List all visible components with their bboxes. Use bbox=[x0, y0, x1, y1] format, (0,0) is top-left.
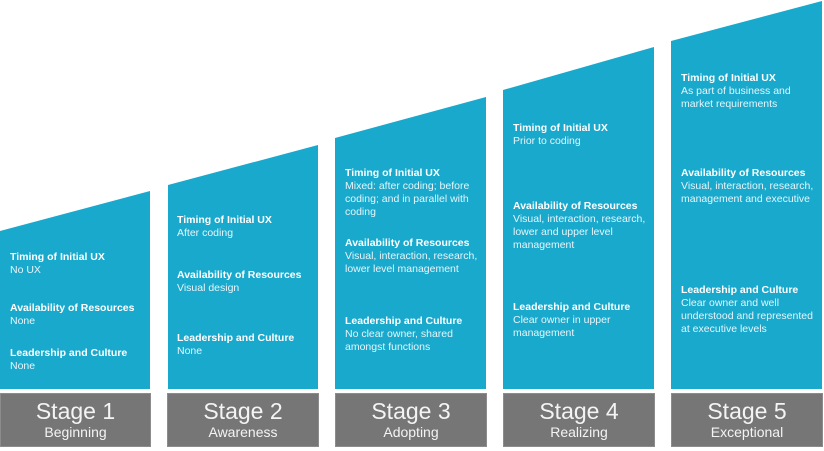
stage-1-details: Timing of Initial UX No UX Availability … bbox=[0, 0, 150, 389]
resources-heading: Availability of Resources bbox=[10, 302, 135, 314]
resources-block: Availability of Resources Visual, intera… bbox=[345, 237, 482, 276]
resources-heading: Availability of Resources bbox=[345, 237, 470, 249]
leadership-value: None bbox=[177, 345, 203, 357]
stage-3-label: Stage 3 Adopting bbox=[335, 393, 487, 447]
resources-heading: Availability of Resources bbox=[177, 269, 302, 281]
timing-block: Timing of Initial UX As part of business… bbox=[681, 72, 818, 111]
leadership-block: Leadership and Culture Clear owner in up… bbox=[513, 301, 650, 340]
stage-3-details: Timing of Initial UX Mixed: after coding… bbox=[335, 0, 486, 389]
timing-heading: Timing of Initial UX bbox=[513, 122, 608, 134]
timing-value: Prior to coding bbox=[513, 135, 581, 147]
timing-block: Timing of Initial UX After coding bbox=[177, 214, 314, 240]
stage-name: Beginning bbox=[44, 424, 107, 440]
stage-5-details: Timing of Initial UX As part of business… bbox=[671, 0, 822, 389]
leadership-heading: Leadership and Culture bbox=[681, 284, 799, 296]
timing-heading: Timing of Initial UX bbox=[10, 251, 105, 263]
stage-number: Stage 3 bbox=[371, 398, 451, 424]
stage-number: Stage 4 bbox=[539, 398, 619, 424]
timing-block: Timing of Initial UX Prior to coding bbox=[513, 122, 650, 148]
stage-4-label: Stage 4 Realizing bbox=[503, 393, 655, 447]
leadership-value: Clear owner in upper management bbox=[513, 314, 611, 339]
resources-value: Visual design bbox=[177, 282, 240, 294]
stage-name: Adopting bbox=[383, 424, 439, 440]
stage-4-details: Timing of Initial UX Prior to coding Ava… bbox=[503, 0, 654, 389]
stage-5-column bbox=[671, 1, 822, 389]
resources-value: None bbox=[10, 315, 36, 327]
stage-3-column bbox=[335, 97, 486, 389]
resources-value: Visual, interaction, research, lower and… bbox=[513, 213, 646, 251]
stage-number: Stage 1 bbox=[35, 398, 116, 424]
stage-1-label: Stage 1 Beginning bbox=[0, 393, 151, 447]
leadership-block: Leadership and Culture None bbox=[10, 347, 146, 373]
resources-block: Availability of Resources Visual, intera… bbox=[513, 200, 650, 252]
timing-value: Mixed: after coding; before coding; and … bbox=[345, 180, 470, 218]
stage-4-column bbox=[503, 47, 654, 389]
resources-heading: Availability of Resources bbox=[513, 200, 638, 212]
timing-block: Timing of Initial UX Mixed: after coding… bbox=[345, 167, 482, 219]
stage-name: Exceptional bbox=[710, 424, 784, 440]
stage-2-column bbox=[168, 145, 318, 389]
stage-number: Stage 2 bbox=[203, 398, 283, 424]
stage-1-column bbox=[0, 191, 150, 389]
leadership-value: None bbox=[10, 360, 36, 372]
stage-name: Awareness bbox=[208, 424, 278, 440]
leadership-heading: Leadership and Culture bbox=[177, 332, 295, 344]
timing-value: No UX bbox=[10, 264, 41, 276]
resources-value: Visual, interaction, research, managemen… bbox=[681, 180, 814, 205]
timing-block: Timing of Initial UX No UX bbox=[10, 251, 146, 277]
leadership-heading: Leadership and Culture bbox=[10, 347, 128, 359]
resources-value: Visual, interaction, research, lower lev… bbox=[345, 250, 478, 275]
timing-heading: Timing of Initial UX bbox=[177, 214, 272, 226]
leadership-block: Leadership and Culture None bbox=[177, 332, 314, 358]
resources-heading: Availability of Resources bbox=[681, 167, 806, 179]
stage-2-details: Timing of Initial UX After coding Availa… bbox=[167, 0, 318, 389]
leadership-heading: Leadership and Culture bbox=[345, 315, 463, 327]
leadership-value: Clear owner and well understood and repr… bbox=[681, 297, 813, 335]
timing-value: As part of business and market requireme… bbox=[681, 85, 791, 110]
leadership-heading: Leadership and Culture bbox=[513, 301, 631, 313]
stage-name: Realizing bbox=[550, 424, 608, 440]
leadership-value: No clear owner, shared amongst functions bbox=[345, 328, 453, 353]
timing-value: After coding bbox=[177, 227, 234, 239]
resources-block: Availability of Resources Visual, intera… bbox=[681, 167, 818, 206]
leadership-block: Leadership and Culture Clear owner and w… bbox=[681, 284, 818, 336]
stage-2-label: Stage 2 Awareness bbox=[167, 393, 319, 447]
stage-5-label: Stage 5 Exceptional bbox=[671, 393, 823, 447]
timing-heading: Timing of Initial UX bbox=[345, 167, 440, 179]
timing-heading: Timing of Initial UX bbox=[681, 72, 776, 84]
leadership-block: Leadership and Culture No clear owner, s… bbox=[345, 315, 482, 354]
stage-number: Stage 5 bbox=[707, 398, 787, 424]
resources-block: Availability of Resources Visual design bbox=[177, 269, 314, 295]
resources-block: Availability of Resources None bbox=[10, 302, 146, 328]
